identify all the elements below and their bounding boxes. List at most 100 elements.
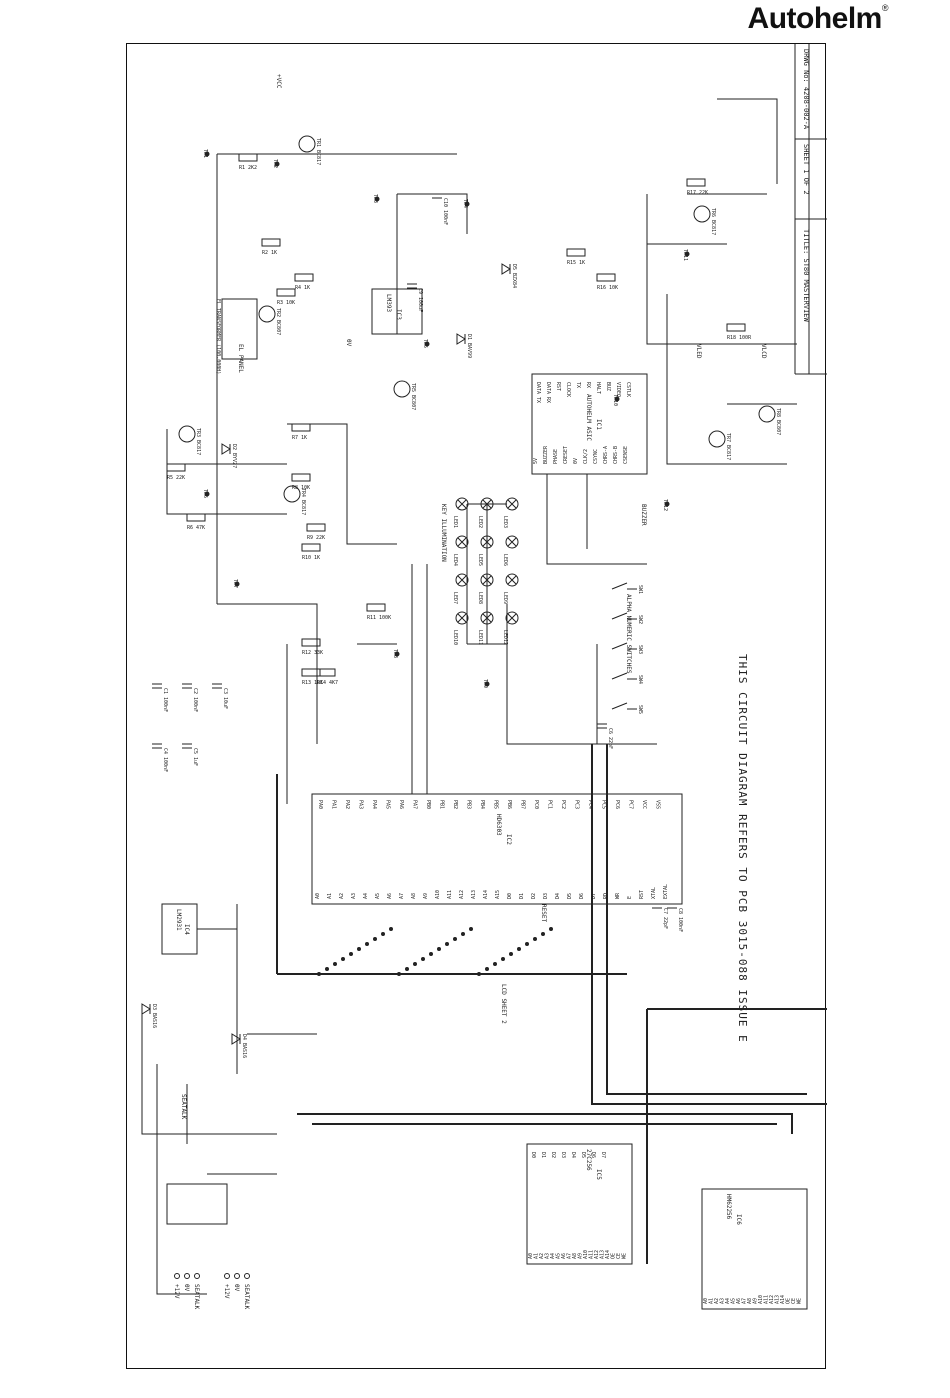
sram-pin: A3	[720, 1298, 726, 1304]
led-label: LED11	[477, 630, 483, 645]
resistor-label: R6 47K	[187, 525, 205, 531]
led-cross	[482, 499, 492, 509]
transistor-label: TR4 BC817	[300, 488, 306, 515]
test-point	[374, 196, 380, 202]
bus-dot	[453, 937, 457, 941]
mcu-pin: PC7	[628, 800, 634, 809]
led-label: LED4	[452, 554, 458, 566]
asic-pin: CLOCK	[565, 382, 571, 397]
sram-pin: A11	[764, 1295, 770, 1304]
bus-wire	[646, 1008, 827, 1264]
capacitor-label: C4 100nF	[162, 748, 168, 772]
test-point-label: TP2	[272, 159, 278, 168]
led-cross	[482, 575, 492, 585]
led-label: LED7	[452, 592, 458, 604]
resistor-symbol	[596, 273, 616, 282]
led-cross	[457, 537, 467, 547]
switch-symbol	[611, 672, 637, 680]
test-point	[464, 201, 470, 207]
bus-dot	[493, 962, 497, 966]
asic-pin: DATA TX	[535, 382, 541, 403]
sram-pin: A14	[780, 1295, 786, 1304]
switch-label: SW2	[637, 615, 643, 624]
wire	[216, 153, 457, 744]
capacitor-label: C8 100nF	[677, 908, 683, 932]
sram-pin: A7	[742, 1298, 748, 1304]
resistor-label: R10 1K	[302, 555, 320, 561]
mcu-pin: A2	[339, 893, 345, 899]
mcu-pin: A5	[375, 893, 381, 899]
sram-pin: A12	[769, 1295, 775, 1304]
eprom-data-pin: D2	[550, 1152, 556, 1158]
eprom-label: 27C256	[585, 1149, 592, 1171]
mcu-pin: A8	[411, 893, 417, 899]
test-point-label: TP7	[232, 579, 238, 588]
eprom-pin: A14	[605, 1250, 611, 1259]
drawing-number: DRWG No: 4208-002-A	[802, 49, 810, 130]
eprom-pin: A11	[589, 1250, 595, 1259]
mcu-pin: A0	[315, 893, 321, 899]
test-point	[394, 651, 400, 657]
led-cross	[507, 575, 517, 585]
mcu-pin: A11	[447, 890, 453, 899]
resistor-label: R14 4K7	[317, 680, 338, 686]
mcu-pin: PA1	[331, 800, 337, 809]
bus-dot	[349, 952, 353, 956]
regulator-label: LM2931	[175, 909, 182, 931]
mcu-pin: PA6	[398, 800, 404, 809]
resistor-label: R8 10K	[292, 485, 310, 491]
eprom-pin: A8	[572, 1253, 578, 1259]
led-label: LED6	[502, 554, 508, 566]
asic-pin: BUZZER	[543, 445, 549, 464]
mcu-pin: E	[627, 896, 633, 899]
net-label: +VCC	[275, 74, 282, 89]
mcu-pin: PC4	[587, 800, 593, 809]
resistor-symbol	[291, 473, 311, 482]
net-label: VLCD	[760, 344, 767, 359]
switch-symbol	[611, 612, 637, 620]
resistor-symbol	[261, 238, 281, 247]
bus-dot	[397, 972, 401, 976]
resistor-symbol	[686, 178, 706, 187]
el-transformer	[221, 298, 258, 360]
resistor-symbol	[238, 153, 258, 162]
capacitor-symbol	[182, 683, 192, 689]
bus-dot	[437, 947, 441, 951]
led-label: LED12	[502, 630, 508, 645]
bus-dot	[501, 957, 505, 961]
bus-wire	[297, 1113, 793, 1134]
resistor-label: R17 22K	[687, 190, 708, 196]
asic-pin: CHRS-A	[603, 446, 609, 464]
test-point-label: TP9	[482, 679, 488, 688]
mcu-pin: PB2	[452, 800, 458, 809]
bus-dot	[405, 967, 409, 971]
sram-pin: A1	[709, 1298, 715, 1304]
mcu-pin: PA0	[317, 800, 323, 809]
resistor-symbol	[301, 638, 321, 647]
bus-dot	[373, 937, 377, 941]
led-label: LED10	[452, 630, 458, 645]
led-symbol	[455, 497, 469, 511]
eprom-pin: A0	[528, 1253, 534, 1259]
mcu-pin: A7	[399, 893, 405, 899]
resistor-label: R3 10K	[277, 300, 295, 306]
mcu-pin: PC2	[560, 800, 566, 809]
asic-pin: DATA RX	[545, 382, 551, 403]
mcu-pin: WR	[615, 892, 621, 899]
capacitor-symbol	[182, 743, 192, 749]
mcu-pin: D0	[507, 893, 513, 899]
diode-symbol	[141, 1003, 151, 1015]
mcu-pin: VSS	[655, 800, 661, 809]
asic-pin: CSENSE	[623, 446, 629, 464]
mcu-pin: A14	[483, 890, 489, 899]
drawing-title: TITLE: ST80 MASTERVIEW	[802, 229, 810, 323]
bus-dot	[541, 932, 545, 936]
capacitor-symbol	[667, 903, 677, 909]
test-point	[664, 501, 670, 507]
asic-pin: CRESET	[563, 446, 569, 464]
led-cross	[457, 499, 467, 509]
input-filter	[166, 1183, 228, 1225]
capacitor-symbol	[432, 193, 442, 199]
eprom-data-pin: D3	[560, 1152, 566, 1158]
